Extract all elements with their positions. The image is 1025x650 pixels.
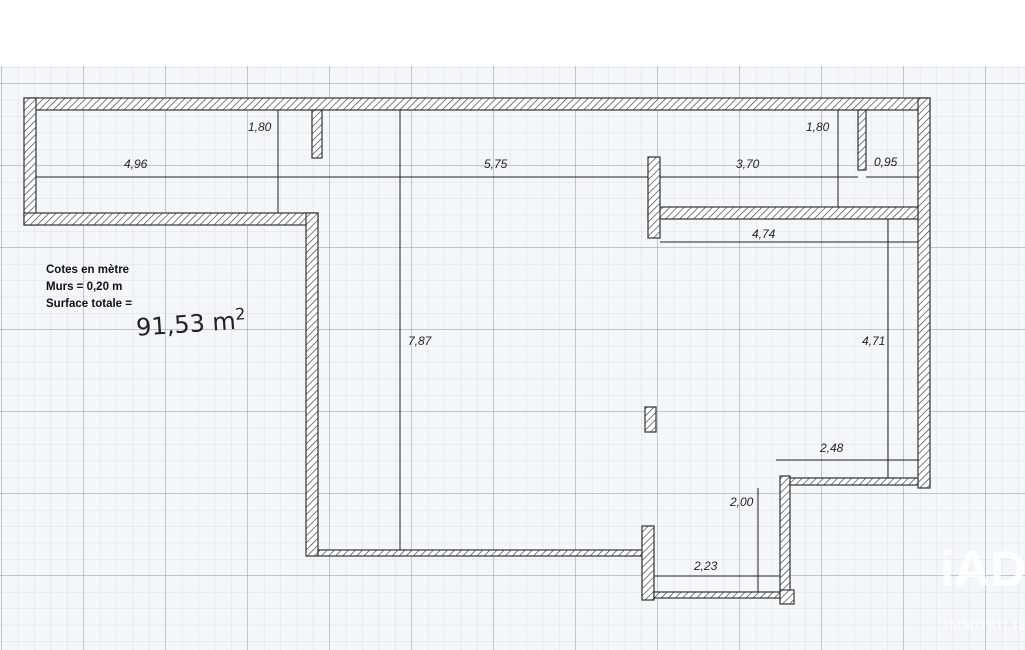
- wall-main-left: [305, 212, 319, 557]
- dimension-lines: [36, 110, 918, 592]
- dim-2-23: 2,23: [693, 559, 718, 573]
- wall-protrusion-bottom: [653, 591, 787, 599]
- dim-1-80-left: 1,80: [248, 120, 272, 134]
- wall-room: [647, 206, 919, 220]
- wall-stub-right: [857, 109, 867, 171]
- dim-4-74: 4,74: [752, 227, 776, 241]
- wall-stub-bottom: [641, 525, 655, 601]
- dimension-labels: 4,96 5,75 3,70 0,95 1,80 1,80 4,74 7,87 …: [124, 120, 898, 573]
- wall-right-bottom: [789, 477, 931, 486]
- watermark-sub: IMMOBILIER: [944, 617, 1025, 632]
- dim-1-80-right: 1,80: [806, 120, 830, 134]
- dim-4-96: 4,96: [124, 157, 148, 171]
- dim-3-70: 3,70: [736, 157, 760, 171]
- wall-left: [23, 97, 37, 226]
- wall-room-stub: [647, 156, 661, 239]
- surface-exponent: 2: [234, 304, 247, 324]
- dim-2-48: 2,48: [819, 441, 844, 455]
- dim-5-75: 5,75: [484, 157, 508, 171]
- dim-7-87: 7,87: [408, 334, 433, 348]
- pillar-center: [644, 406, 657, 433]
- wall-top: [23, 97, 931, 111]
- wall-left-wing-bottom: [23, 212, 319, 226]
- dim-2-00: 2,00: [729, 495, 754, 509]
- wall-protrusion-right: [779, 475, 791, 601]
- grid-major: [0, 66, 1025, 650]
- watermark-logo: iAD: [940, 541, 1025, 597]
- pillar-bottom-right: [779, 589, 795, 605]
- dim-4-71: 4,71: [862, 334, 885, 348]
- wall-main-bottom: [317, 549, 643, 557]
- units-note: Cotes en mètre: [46, 264, 130, 276]
- dim-0-95: 0,95: [874, 155, 898, 169]
- wall-stub-left: [311, 109, 323, 159]
- wall-right: [917, 97, 931, 489]
- walls-note: Murs = 0,20 m: [46, 281, 123, 293]
- walls: [23, 97, 931, 605]
- surface-label: Surface totale =: [46, 298, 132, 310]
